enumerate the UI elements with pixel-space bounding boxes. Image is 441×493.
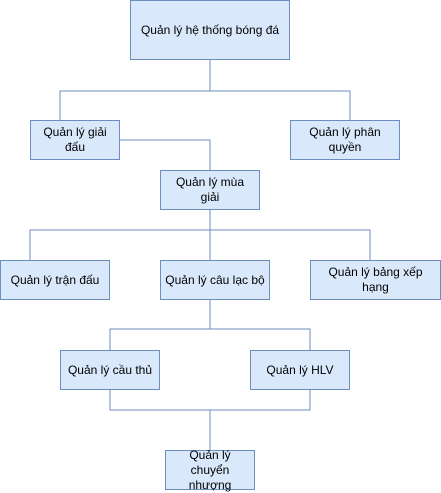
node-tournament-label: Quản lý giải đấu [43,125,107,154]
connector-coaches-transfers [210,390,311,411]
node-coaches-label: Quản lý HLV [266,362,334,377]
node-standings-label: Quản lý bảng xếp hạng [328,265,423,294]
connector-clubs-children [109,300,211,350]
node-root: Quản lý hệ thống bóng đá [130,0,290,60]
node-root-label: Quản lý hệ thống bóng đá [140,22,280,37]
connector-root-permissions [210,90,351,120]
node-tournament: Quản lý giải đấu [30,120,120,160]
connector-root-children [59,60,211,120]
node-players: Quản lý cầu thủ [60,350,160,390]
connector-season-children [29,210,211,260]
node-permissions-label: Quản lý phân quyền [309,125,381,154]
node-matches-label: Quản lý trận đấu [10,272,100,287]
connector-season-standings [210,229,371,260]
node-coaches: Quản lý HLV [250,350,350,390]
node-matches: Quản lý trận đấu [0,260,110,300]
node-standings: Quản lý bảng xếp hạng [310,260,441,300]
node-permissions: Quản lý phân quyền [290,120,400,160]
connector-players-transfers [109,390,211,450]
node-transfers: Quản lý chuyển nhượng [165,447,255,492]
node-clubs-label: Quản lý câu lạc bộ [165,272,265,287]
node-season-label: Quản lý mùa giải [175,175,245,204]
connector-tournament-season [120,139,211,170]
node-transfers-label: Quản lý chuyển nhượng [188,447,232,492]
node-season: Quản lý mùa giải [160,170,260,210]
node-clubs: Quản lý câu lạc bộ [160,260,270,300]
node-players-label: Quản lý cầu thủ [67,362,153,377]
connector-clubs-coaches [210,328,311,350]
